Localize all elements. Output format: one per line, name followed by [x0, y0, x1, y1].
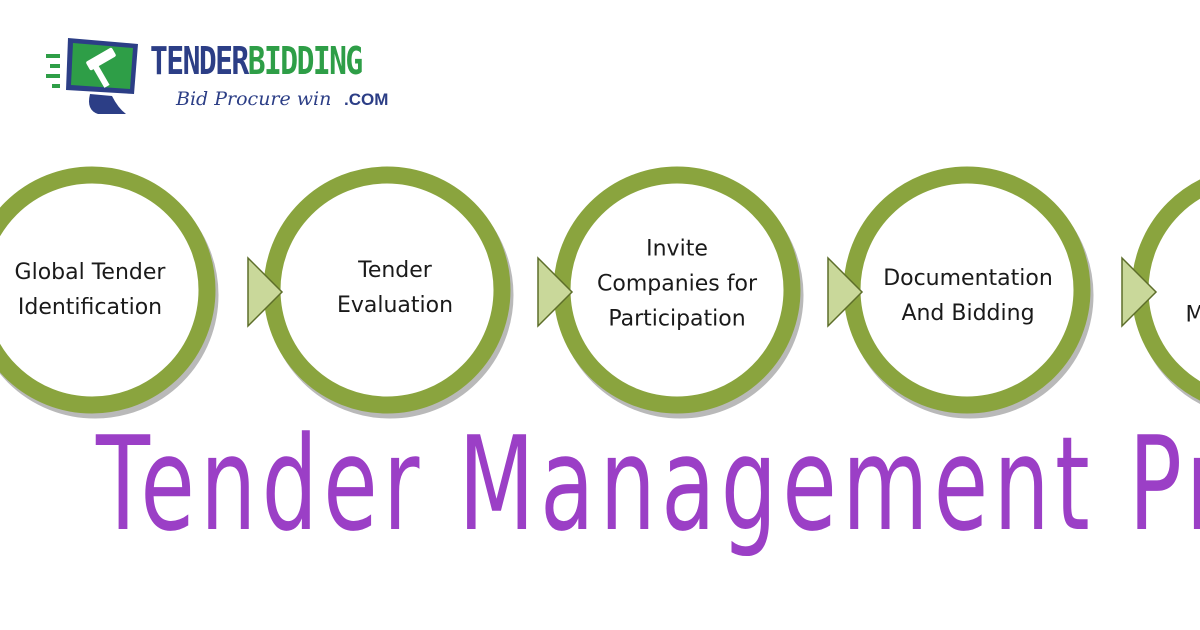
step-label-line: Participation [608, 306, 746, 332]
logo-wordmark: TENDERBIDDING [150, 39, 364, 83]
logo-tagline: Bid Procure win [176, 88, 332, 110]
step-label-line: Companies for [597, 271, 757, 297]
monitor-gavel-icon [46, 38, 138, 114]
step-label-line: Identification [17, 295, 163, 320]
step-label-line: Invite [646, 236, 708, 262]
chevron-arrow-icon [537, 256, 574, 328]
step-label-line: And Bidding [901, 301, 1035, 326]
step-label-line: Documentation [883, 266, 1053, 291]
chevron-arrow-icon [827, 256, 864, 328]
chevron-arrow-icon [247, 256, 284, 328]
step-label-line: Evaluation [336, 293, 454, 318]
step-label-line: Tender [358, 258, 432, 283]
logo-word-bidding: BIDDING [247, 39, 364, 83]
step-label-line: Global Tender [14, 260, 166, 285]
logo-word-tender: TENDER [150, 39, 249, 83]
step-label: M [1095, 298, 1200, 333]
page-title: Tender Management Pro [96, 408, 1200, 560]
logo-dotcom: .COM [344, 90, 389, 109]
tenderbidding-logo[interactable]: TENDERBIDDING Bid Procure win .COM [46, 34, 389, 118]
step-label-line: M [1185, 302, 1200, 328]
chevron-arrow-icon [1121, 256, 1158, 328]
step-ring [0, 166, 216, 414]
